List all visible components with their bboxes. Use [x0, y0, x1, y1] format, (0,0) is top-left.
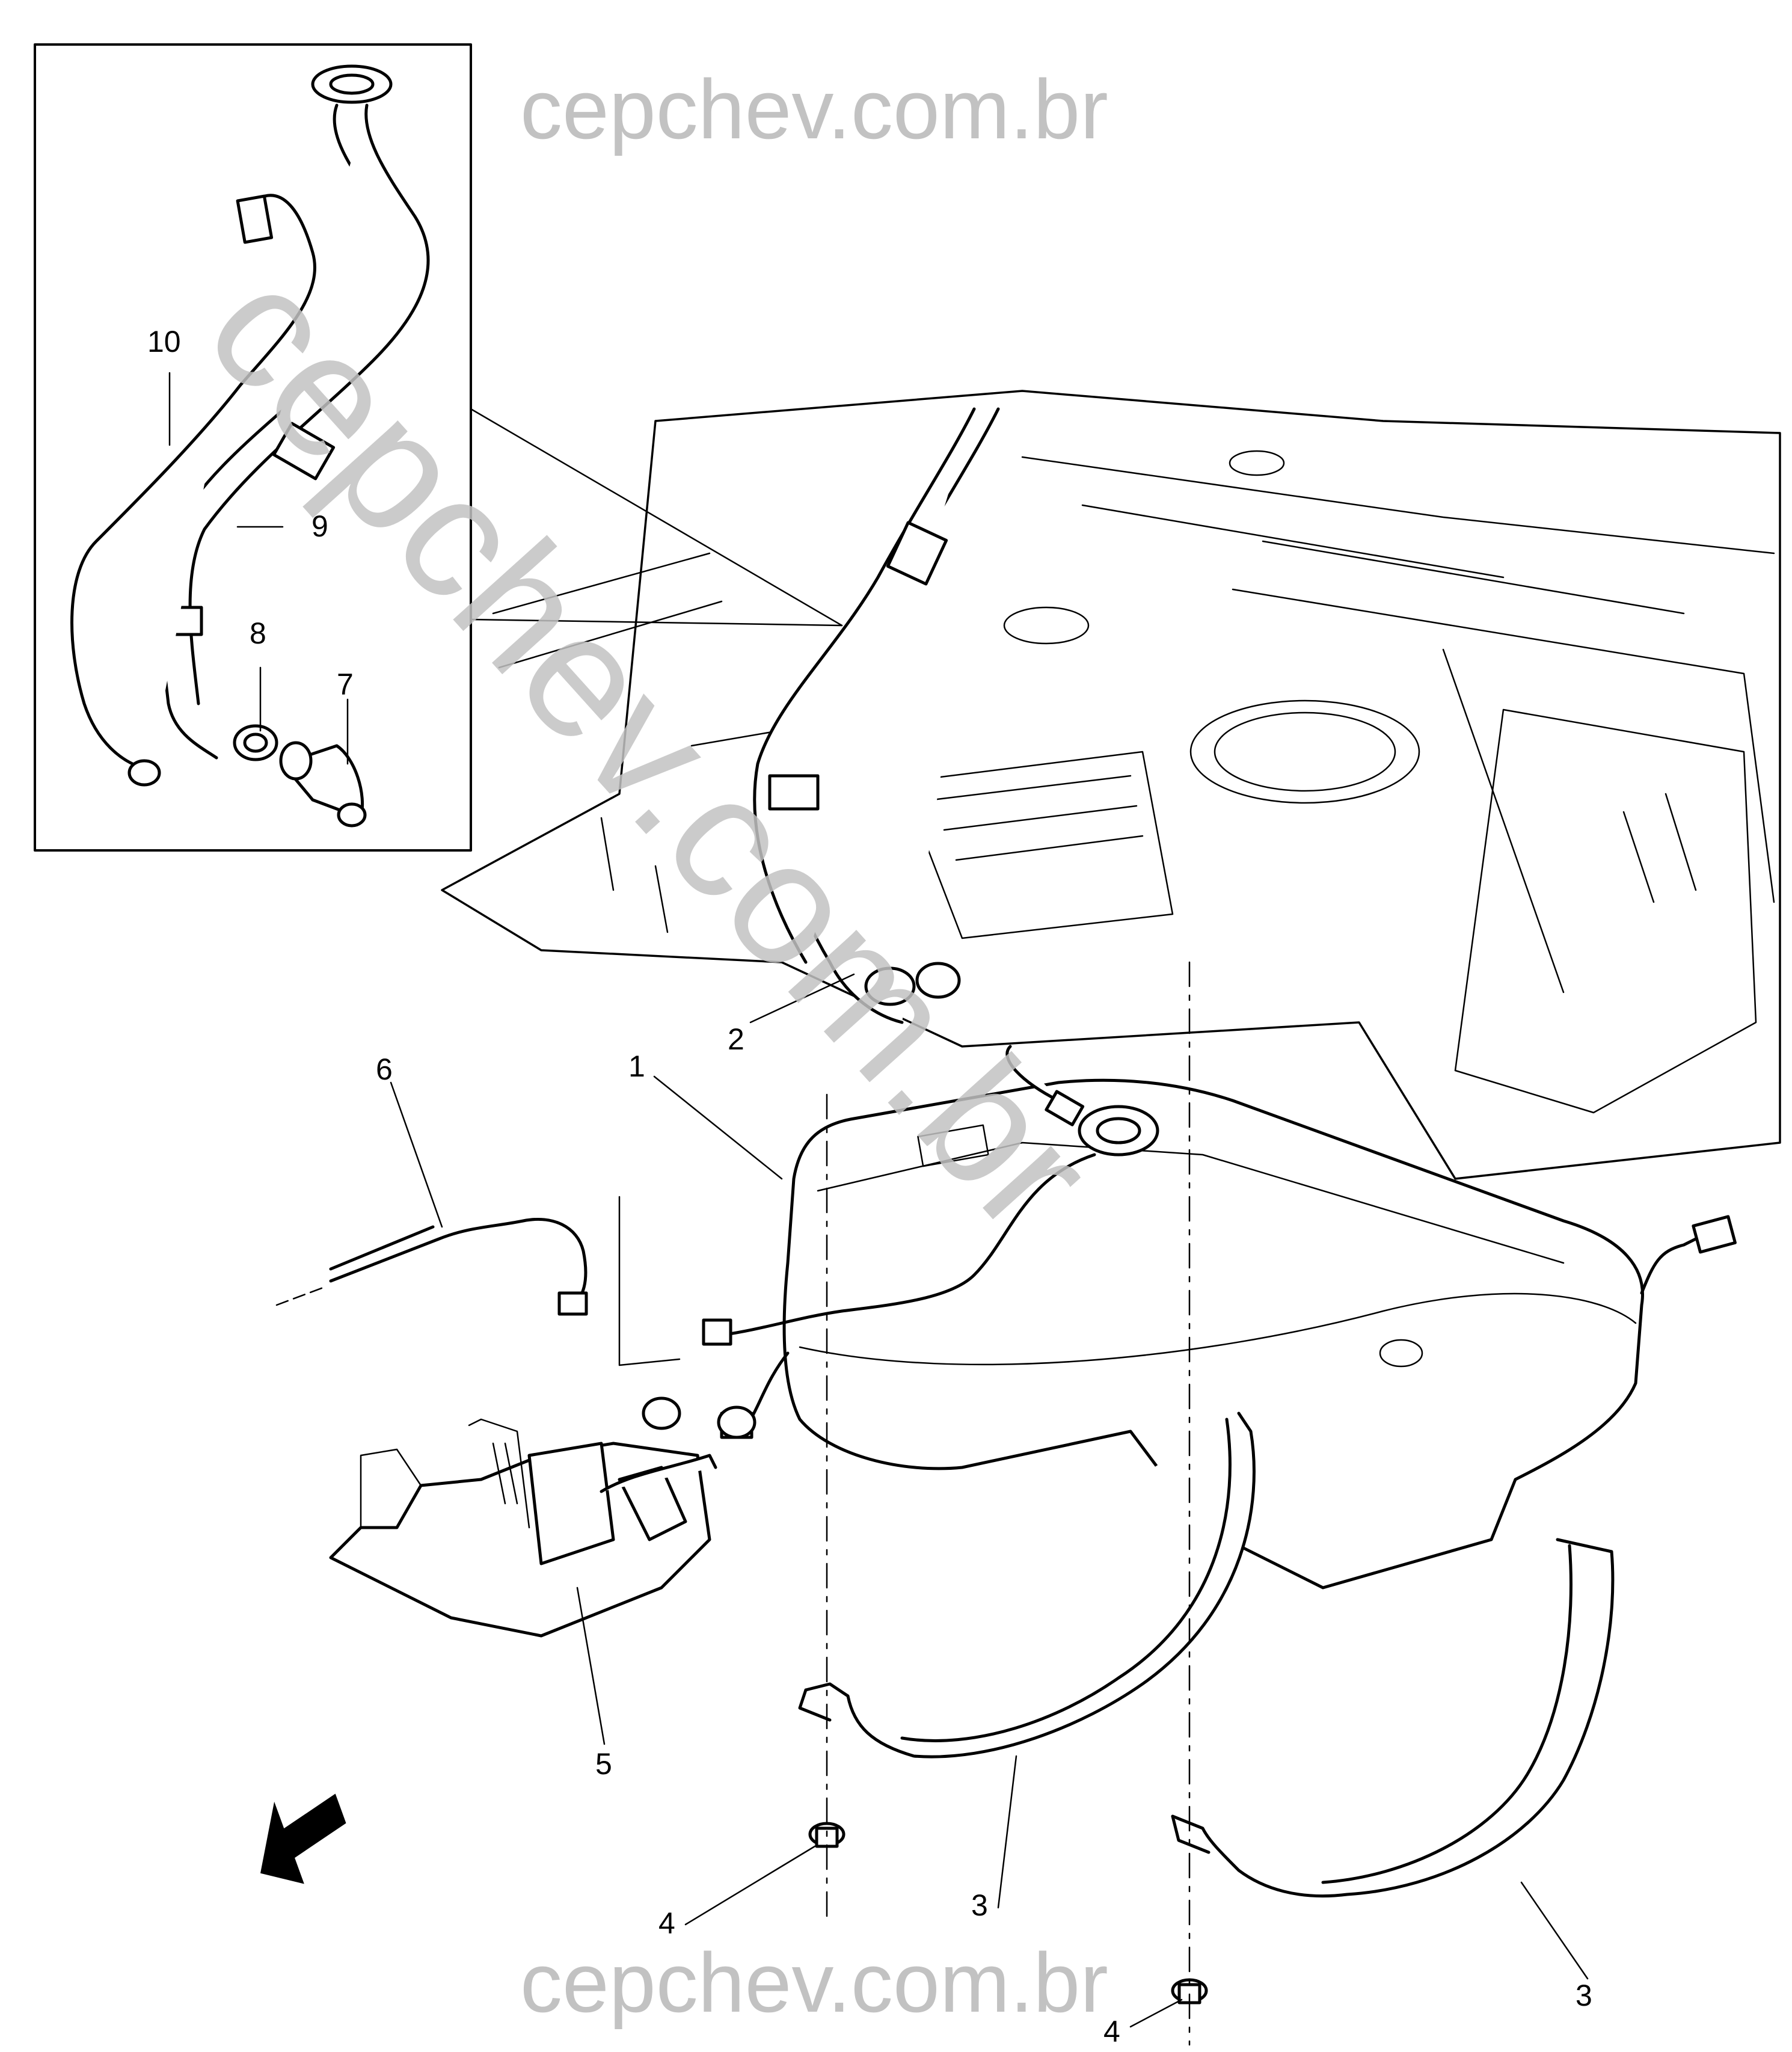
watermark-bottom: cepchev.com.br — [520, 1935, 1108, 2030]
part-8-hose-clamp — [233, 724, 278, 761]
part-5-evap-canister — [329, 1396, 756, 1638]
callout-6: 6 — [376, 1052, 393, 1086]
watermark-top: cepchev.com.br — [520, 62, 1108, 156]
callout-1: 1 — [628, 1049, 645, 1083]
callout-10: 10 — [147, 325, 181, 358]
part-3-fuel-tank-strap-left — [798, 1412, 1256, 1759]
front-direction-arrow-icon: FRT — [260, 1793, 346, 1884]
callout-5: 5 — [595, 1747, 612, 1781]
part-6-vapor-pipe — [275, 1196, 681, 1366]
part-3-fuel-tank-strap-right — [1171, 1538, 1615, 1898]
callout-4a: 4 — [658, 1906, 675, 1940]
callout-8: 8 — [250, 616, 266, 650]
callout-4b: 4 — [1103, 2015, 1120, 2048]
part-10-vent-tube — [70, 194, 316, 787]
part-9-filler-pipe — [155, 64, 430, 760]
callout-2: 2 — [728, 1022, 744, 1056]
callout-3b: 3 — [1576, 1979, 1592, 2012]
callout-9: 9 — [311, 509, 328, 543]
leader-lines — [168, 372, 1589, 2028]
callout-7: 7 — [337, 668, 354, 701]
part-1-fuel-tank — [702, 1045, 1737, 1590]
part-2-filler-pipe-installed — [753, 407, 1000, 1024]
filler-pipe-inset — [34, 43, 843, 852]
part-7-filler-hose — [279, 741, 367, 828]
alignment-lines — [826, 961, 1191, 2046]
callout-3a: 3 — [971, 1888, 988, 1922]
